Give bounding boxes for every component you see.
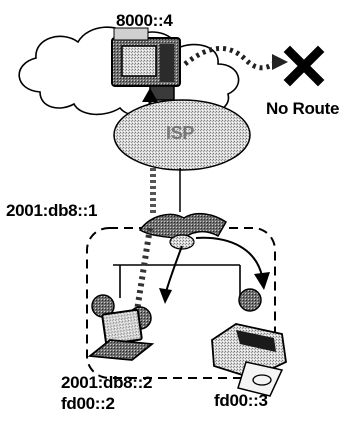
isp-label: ISP bbox=[166, 123, 195, 143]
router-address-label: 2001:db8::1 bbox=[6, 201, 98, 220]
isp-node bbox=[113, 99, 251, 171]
lan-bus bbox=[113, 264, 241, 298]
router-icon bbox=[138, 212, 227, 250]
local-network-boundary bbox=[86, 227, 276, 379]
printer-address-label: fd00::3 bbox=[214, 391, 268, 410]
no-route-path bbox=[183, 46, 288, 71]
red-x-icon bbox=[283, 45, 325, 87]
laptop-global-address-label: 2001:db8::2 bbox=[61, 373, 153, 392]
no-route-label: No Route bbox=[266, 99, 340, 118]
server-icon bbox=[111, 27, 181, 101]
laptop-icon bbox=[87, 294, 155, 361]
router-to-hosts-arrows bbox=[159, 236, 270, 304]
server-address-label: 8000::4 bbox=[116, 11, 173, 30]
laptop-ula-address-label: fd00::2 bbox=[61, 394, 115, 413]
isp-router-links bbox=[150, 168, 181, 215]
printer-icon bbox=[211, 288, 287, 397]
